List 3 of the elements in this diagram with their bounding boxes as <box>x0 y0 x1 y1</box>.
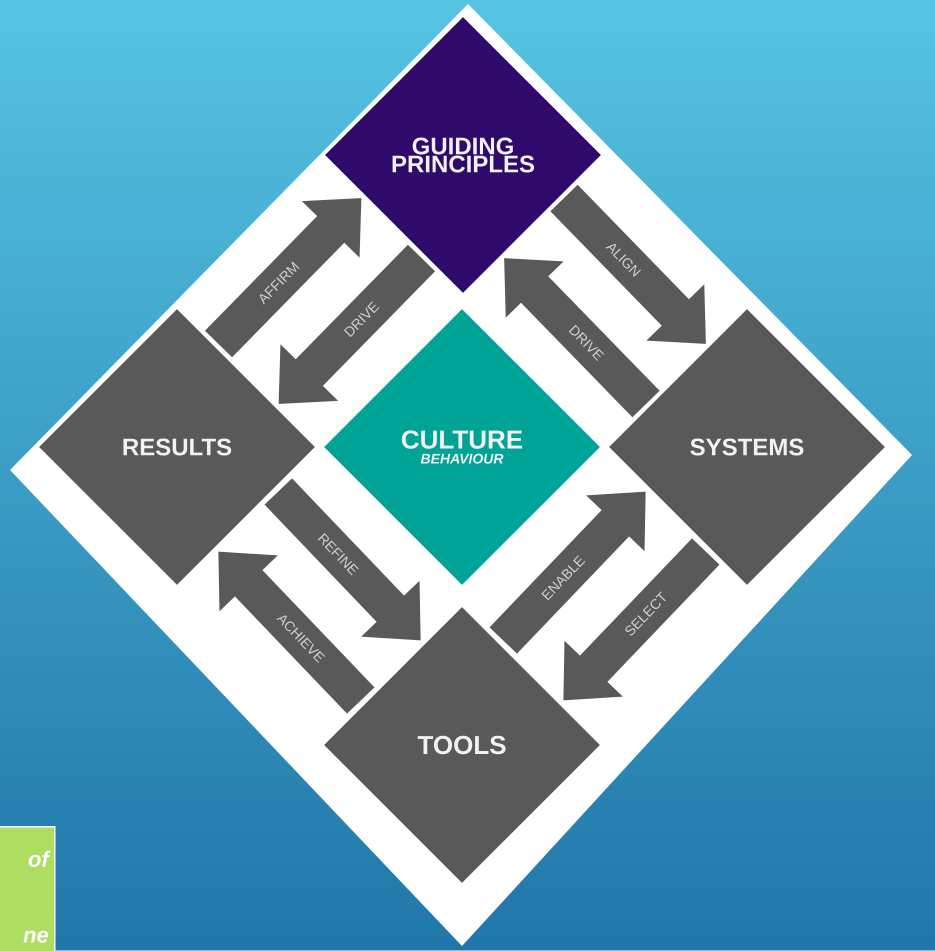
block-arrow <box>278 244 436 404</box>
block-arrow <box>204 198 362 358</box>
note-box: of ne <box>0 826 56 951</box>
